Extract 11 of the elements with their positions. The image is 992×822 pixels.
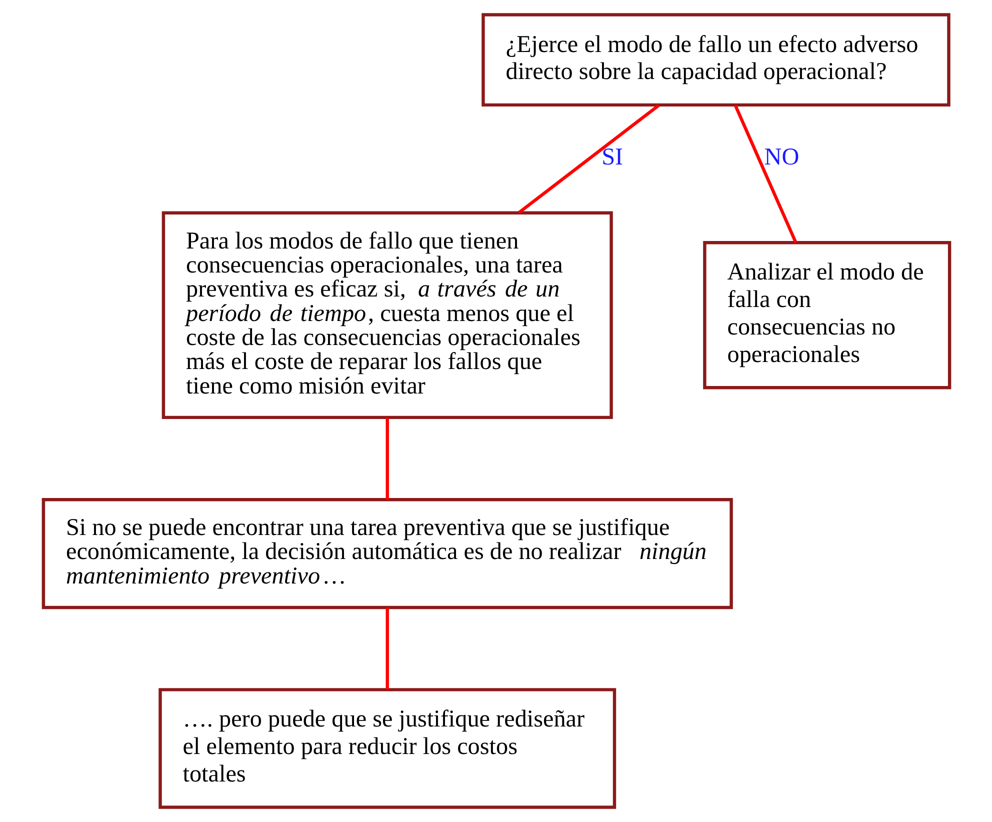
- node-box: Para los modos de fallo que tienen consecuencias operacionales, una tarea preventiva es eficaz si, a través de un período de tiempo, cuesta menos que el coste de las consecuencias operacionales más el coste de reparar los fallos que tiene como misión evitar: [161, 211, 612, 420]
- edge-label: NO: [764, 144, 799, 171]
- connector: [385, 418, 388, 500]
- edge-label: SI: [601, 144, 623, 171]
- node-box: Analizar el modo de falla con consecuencias no operacionales: [702, 241, 951, 390]
- connector: [733, 104, 797, 244]
- connector: [385, 608, 388, 690]
- node-box: ¿Ejerce el modo de fallo un efecto adverso directo sobre la capacidad operacional?: [481, 13, 950, 107]
- node-box: …. pero puede que se justifique rediseñar el elemento para reducir los costos totales: [158, 688, 616, 809]
- connector: [517, 104, 660, 214]
- node-box: Si no se puede encontrar una tarea preventiva que se justifique económicamente, la decisión automática es de no realizar ningún mantenimiento preventivo…: [41, 498, 732, 610]
